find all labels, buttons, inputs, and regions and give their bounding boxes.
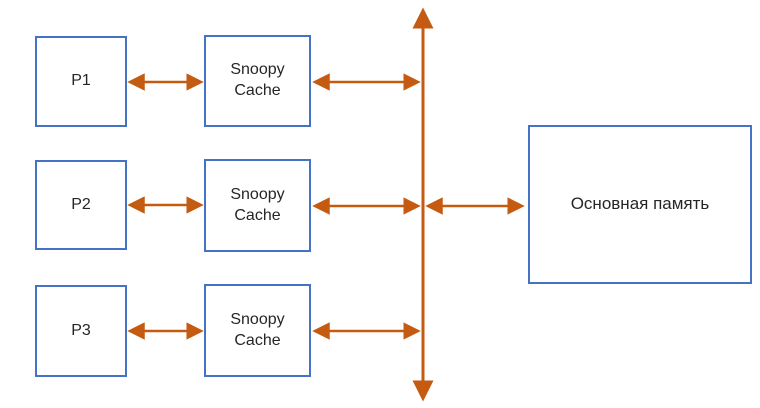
node-p2-label: P2 xyxy=(71,195,91,213)
node-snoopy-cache-1-label: Snoopy Cache xyxy=(230,61,285,99)
node-main-memory: Основная память xyxy=(528,125,752,284)
node-p1: P1 xyxy=(35,36,127,127)
node-snoopy-cache-3-label: Snoopy Cache xyxy=(230,310,285,349)
node-snoopy-cache-1: Snoopy Cache xyxy=(204,35,311,127)
node-main-memory-label: Основная память xyxy=(570,194,710,214)
node-p3: P3 xyxy=(35,285,127,377)
node-p2: P2 xyxy=(35,160,127,250)
node-snoopy-cache-2-label: Snoopy Cache xyxy=(230,185,285,224)
node-snoopy-cache-3: Snoopy Cache xyxy=(204,284,311,377)
node-p3-label: P3 xyxy=(71,321,91,339)
node-snoopy-cache-2: Snoopy Cache xyxy=(204,159,311,252)
node-p1-label: P1 xyxy=(71,72,91,90)
